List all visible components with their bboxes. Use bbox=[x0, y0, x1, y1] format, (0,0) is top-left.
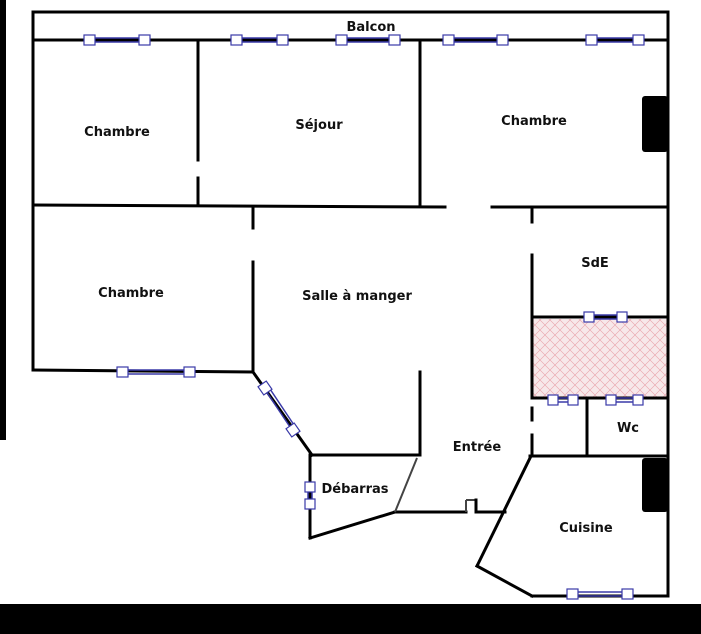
radiator-icon bbox=[642, 96, 668, 152]
hatched-area bbox=[533, 319, 668, 397]
windows bbox=[83, 34, 645, 600]
window-icon bbox=[566, 588, 634, 600]
label-sejour: Séjour bbox=[295, 118, 343, 133]
label-chambre-w: Chambre bbox=[98, 286, 164, 301]
window-icon bbox=[83, 34, 151, 46]
label-chambre-nw: Chambre bbox=[84, 125, 150, 140]
radiator-icon bbox=[642, 458, 668, 512]
label-salle-a-manger: Salle à manger bbox=[302, 289, 412, 304]
label-sde: SdE bbox=[581, 256, 609, 271]
window-icon bbox=[304, 481, 316, 510]
label-entree: Entrée bbox=[453, 440, 502, 455]
label-balcon: Balcon bbox=[346, 20, 395, 35]
label-debarras: Débarras bbox=[321, 482, 388, 497]
window-icon bbox=[116, 366, 196, 378]
window-icon bbox=[547, 394, 579, 406]
window-icon bbox=[583, 311, 628, 323]
window-icon bbox=[605, 394, 644, 406]
window-icon bbox=[585, 34, 645, 46]
window-icon bbox=[257, 380, 301, 438]
window-icon bbox=[442, 34, 509, 46]
window-icon bbox=[230, 34, 289, 46]
label-chambre-ne: Chambre bbox=[501, 114, 567, 129]
window-icon bbox=[335, 34, 401, 46]
floor-area bbox=[0, 0, 701, 604]
label-wc: Wc bbox=[617, 421, 639, 436]
label-cuisine: Cuisine bbox=[559, 521, 613, 536]
